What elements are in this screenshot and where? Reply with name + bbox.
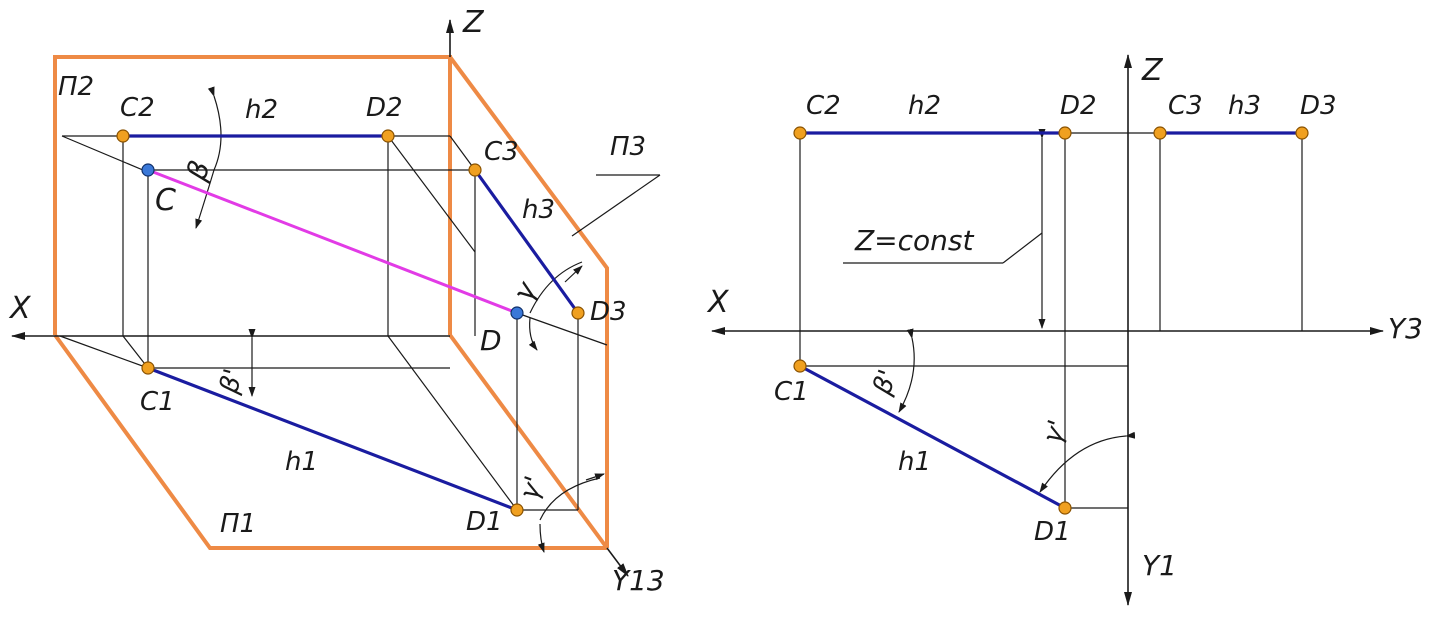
label-p2: П2 bbox=[58, 72, 94, 102]
label-beta1-right: β' bbox=[867, 366, 904, 400]
label-gamma1: γ' bbox=[514, 472, 550, 503]
line-h3 bbox=[473, 169, 580, 314]
label-d: D bbox=[480, 324, 502, 357]
angle-markers bbox=[195, 86, 605, 553]
label-h1: h1 bbox=[285, 447, 318, 477]
construction-lines bbox=[59, 135, 661, 511]
plane-p1-frame bbox=[53, 333, 607, 550]
label-c2: C2 bbox=[120, 93, 155, 123]
plane-y-edge bbox=[448, 333, 609, 550]
point-c3 bbox=[468, 163, 482, 177]
label-c3: C3 bbox=[484, 137, 519, 167]
line-cd-true bbox=[147, 168, 518, 315]
label-p1: П1 bbox=[220, 509, 256, 539]
point-c bbox=[141, 163, 155, 177]
point-d1-right bbox=[1058, 501, 1072, 515]
label-y13: Y13 bbox=[612, 564, 665, 597]
label-d2-right: D2 bbox=[1060, 91, 1097, 121]
y13-axis bbox=[606, 547, 629, 577]
label-z-right: Z bbox=[1141, 53, 1164, 88]
label-x: X bbox=[8, 291, 32, 326]
label-y3: Y3 bbox=[1388, 312, 1423, 345]
label-d1-right: D1 bbox=[1034, 517, 1071, 547]
label-d3: D3 bbox=[590, 297, 627, 327]
label-c: C bbox=[155, 183, 176, 218]
right-projection-lines bbox=[799, 131, 1302, 510]
label-h2-right: h2 bbox=[908, 91, 941, 121]
label-h1-right: h1 bbox=[898, 447, 931, 477]
point-c1-right bbox=[793, 359, 807, 373]
point-c1 bbox=[141, 361, 155, 375]
plane-p3-frame bbox=[448, 55, 609, 548]
label-h3-right: h3 bbox=[1228, 91, 1261, 121]
label-c1: C1 bbox=[140, 387, 175, 417]
left-labels: X Z Y13 П2 П1 П3 C2 D2 h2 C3 h3 D3 C D C… bbox=[8, 5, 665, 597]
line-h1-right bbox=[799, 364, 1066, 510]
label-p3: П3 bbox=[610, 132, 646, 162]
label-h3: h3 bbox=[522, 195, 555, 225]
label-d1: D1 bbox=[466, 507, 503, 537]
label-d3-right: D3 bbox=[1300, 91, 1337, 121]
left-axes bbox=[11, 19, 629, 577]
label-beta: β bbox=[179, 156, 217, 185]
left-axonometric-view: X Z Y13 П2 П1 П3 C2 D2 h2 C3 h3 D3 C D C… bbox=[8, 5, 665, 597]
label-c2-right: C2 bbox=[806, 91, 841, 121]
label-x-right: X bbox=[706, 285, 730, 320]
label-z-const: Z=const bbox=[854, 224, 975, 257]
point-d3 bbox=[571, 306, 585, 320]
points bbox=[116, 129, 585, 517]
right-angle-markers bbox=[898, 328, 1136, 493]
label-c1-right: C1 bbox=[774, 377, 809, 407]
point-d bbox=[510, 306, 524, 320]
point-c2 bbox=[116, 129, 130, 143]
right-epure-view: X Z Y3 Y1 C2 h2 D2 C3 h3 D3 C1 h1 D1 Z=c… bbox=[706, 53, 1423, 606]
point-c3-right bbox=[1153, 126, 1167, 140]
line-h1 bbox=[147, 366, 518, 512]
label-d2: D2 bbox=[366, 93, 403, 123]
projection-lines bbox=[123, 134, 580, 512]
point-d2-right bbox=[1058, 126, 1072, 140]
point-d1 bbox=[510, 503, 524, 517]
point-c2-right bbox=[793, 126, 807, 140]
plane-outlines bbox=[53, 55, 609, 550]
label-beta1: β' bbox=[214, 366, 249, 398]
point-d3-right bbox=[1295, 126, 1309, 140]
right-points bbox=[793, 126, 1309, 515]
label-gamma: γ bbox=[506, 276, 544, 306]
label-gamma1-right: γ' bbox=[1038, 416, 1074, 447]
right-construction-lines bbox=[799, 129, 1303, 509]
plane-p2-frame bbox=[53, 55, 452, 335]
label-z: Z bbox=[462, 5, 485, 40]
label-h2: h2 bbox=[245, 95, 278, 125]
point-d2 bbox=[381, 129, 395, 143]
label-y1: Y1 bbox=[1142, 549, 1177, 582]
label-c3-right: C3 bbox=[1168, 91, 1203, 121]
